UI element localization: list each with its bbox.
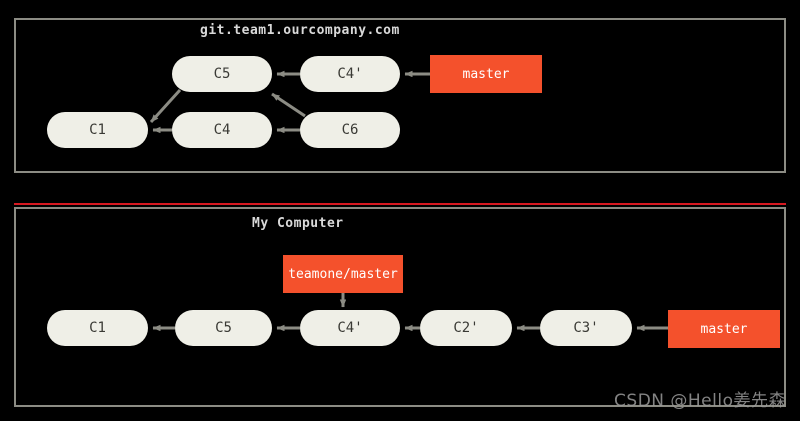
branch-label-master-remote[interactable]: master	[430, 55, 542, 93]
remote-panel-title: git.team1.ourcompany.com	[200, 23, 400, 38]
commit-node-c4-prime-remote[interactable]: C4'	[300, 56, 400, 92]
commit-node-c1-remote[interactable]: C1	[47, 112, 148, 148]
remote-repository-panel	[14, 18, 786, 173]
commit-node-c1-local[interactable]: C1	[47, 310, 148, 346]
local-repository-panel	[14, 207, 786, 407]
branch-label-master-local[interactable]: master	[668, 310, 780, 348]
commit-node-c4-remote[interactable]: C4	[172, 112, 272, 148]
branch-label-teamone-master[interactable]: teamone/master	[283, 255, 403, 293]
csdn-watermark: CSDN @Hello姜先森	[614, 391, 786, 411]
commit-node-c5-local[interactable]: C5	[175, 310, 272, 346]
commit-node-c5-remote[interactable]: C5	[172, 56, 272, 92]
commit-node-c4-prime-local[interactable]: C4'	[300, 310, 400, 346]
commit-node-c2-prime-local[interactable]: C2'	[420, 310, 512, 346]
local-panel-title: My Computer	[252, 216, 344, 231]
commit-node-c3-prime-local[interactable]: C3'	[540, 310, 632, 346]
panel-divider-rule	[14, 203, 786, 205]
commit-node-c6-remote[interactable]: C6	[300, 112, 400, 148]
